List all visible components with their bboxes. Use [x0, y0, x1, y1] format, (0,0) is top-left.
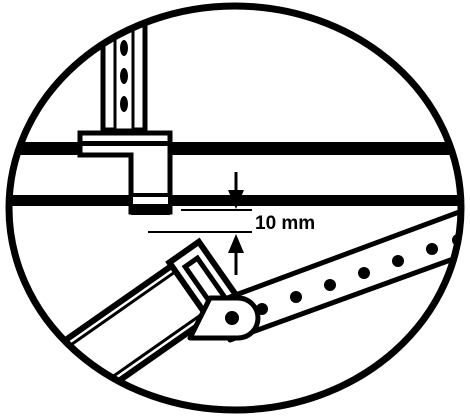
dimension-annotation: 10 mm [148, 172, 315, 275]
arrow-up-icon [228, 234, 244, 253]
gap-dimension-label: 10 mm [255, 213, 315, 234]
hinge-link [187, 295, 261, 341]
magnifier-frame [5, 2, 465, 414]
arrow-down-icon [228, 190, 244, 209]
vertical-slotted-post [100, 6, 148, 133]
upper-rail [9, 142, 461, 155]
